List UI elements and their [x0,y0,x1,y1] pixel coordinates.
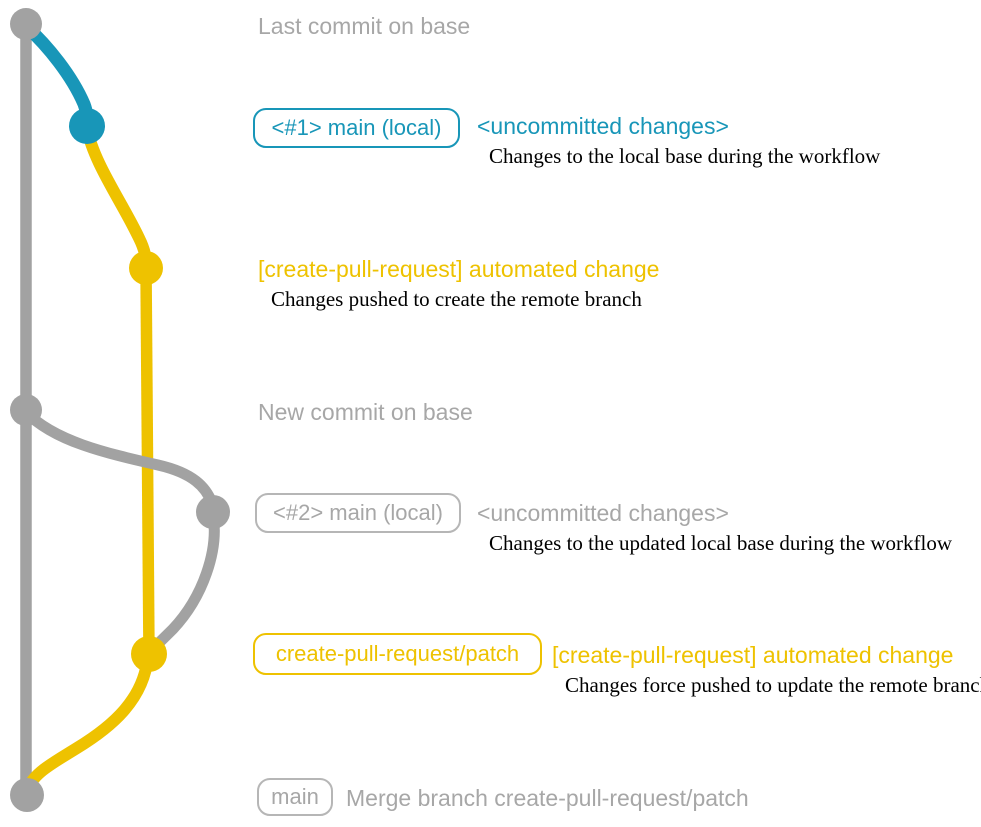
merge-commit-label: Merge branch create-pull-request/patch [346,785,749,811]
branch-box-main-local-2: <#2> main (local) [255,493,461,533]
uncommitted-changes-2-label: <uncommitted changes> [477,500,729,526]
branch-box-patch: create-pull-request/patch [253,633,542,675]
commit-dot-uncommitted-1 [69,108,105,144]
automated-change-1-description: Changes pushed to create the remote bran… [271,287,642,311]
last-commit-label: Last commit on base [258,13,471,39]
commit-dot-uncommitted-2 [196,495,230,529]
commit-dot-merge [10,778,44,812]
branch-box-main-local-2-label: <#2> main (local) [273,500,443,525]
branch-box-main-local-1-label: <#1> main (local) [271,115,442,140]
new-commit-label: New commit on base [258,399,473,425]
edge-local2-to-patch [145,514,220,657]
automated-change-2-description: Changes force pushed to update the remot… [565,673,981,697]
automated-change-2-label: [create-pull-request] automated change [552,642,954,668]
automated-change-1-label: [create-pull-request] automated change [258,256,660,282]
branch-box-patch-label: create-pull-request/patch [275,641,520,666]
uncommitted-changes-1-description: Changes to the local base during the wor… [489,144,881,168]
commit-dot-automated-1 [129,251,163,285]
edge-base-to-local2 [22,408,218,506]
uncommitted-changes-1-label: <uncommitted changes> [477,113,729,139]
commit-dot-automated-2 [131,636,167,672]
branch-box-main: main [257,778,333,816]
edge-patch-to-merge [21,655,154,794]
edge-local1-to-patch [81,126,152,269]
branch-box-main-local-1: <#1> main (local) [253,108,460,148]
commit-dot-last-base [10,8,42,40]
commit-dot-new-base [10,394,42,426]
branch-box-main-label: main [271,784,319,809]
uncommitted-changes-2-description: Changes to the updated local base during… [489,531,953,555]
